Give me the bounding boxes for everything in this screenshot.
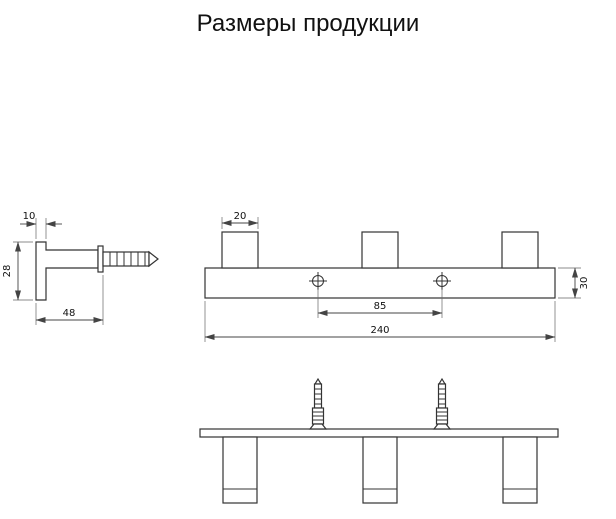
bottom-view — [199, 377, 559, 504]
hook-left — [222, 436, 258, 504]
screw-dowel-left — [308, 377, 328, 430]
dimension-label: 28 — [2, 265, 13, 278]
extension-lines — [35, 218, 47, 239]
hook-middle — [361, 231, 399, 269]
dimension-depth: 48 — [35, 275, 104, 325]
wall-anchor-tip — [148, 250, 159, 268]
screw-tip — [313, 377, 323, 385]
hook-right — [501, 231, 539, 269]
screw-head — [97, 245, 104, 273]
screw-hole-cross — [433, 272, 451, 290]
dimension-label: 10 — [23, 211, 36, 222]
dimension-label: 30 — [579, 277, 590, 290]
dimension-label: 20 — [234, 211, 247, 222]
extension-lines — [13, 241, 33, 301]
hook-left — [221, 231, 259, 269]
screw-tip — [437, 377, 447, 385]
front-view: 20 85 240 30 — [204, 211, 590, 342]
screw-dowel-right — [432, 377, 452, 430]
dimension-label: 240 — [370, 325, 389, 336]
screw-hole-right — [433, 272, 451, 290]
dimension-hook-width: 20 — [221, 211, 259, 229]
dimension-total-length: 240 — [204, 301, 556, 342]
dimension-label: 85 — [374, 301, 387, 312]
dimension-rail-height: 30 — [558, 267, 590, 299]
dimension-hole-spacing: 85 — [317, 289, 443, 318]
side-view: 10 28 48 — [2, 211, 159, 325]
extension-lines — [558, 267, 581, 299]
screw-threads — [314, 388, 322, 405]
screw-hole-cross — [309, 272, 327, 290]
screw-hole-left — [309, 272, 327, 290]
rail-edge — [199, 428, 559, 438]
hook-profile — [35, 241, 99, 301]
dowel-ribs — [436, 411, 448, 421]
screw-threads — [438, 388, 446, 405]
page-title: Размеры продукции — [197, 10, 420, 37]
hook-right — [502, 436, 538, 504]
dowel-collar — [308, 423, 328, 430]
rail — [204, 267, 556, 299]
dowel-collar — [432, 423, 452, 430]
hook-middle — [362, 436, 398, 504]
dimension-height: 28 — [2, 241, 33, 301]
dimension-label: 48 — [63, 308, 76, 319]
wall-anchor-ribs — [109, 252, 146, 266]
dowel-ribs — [312, 411, 324, 421]
dimension-plate-thickness: 10 — [20, 211, 62, 239]
